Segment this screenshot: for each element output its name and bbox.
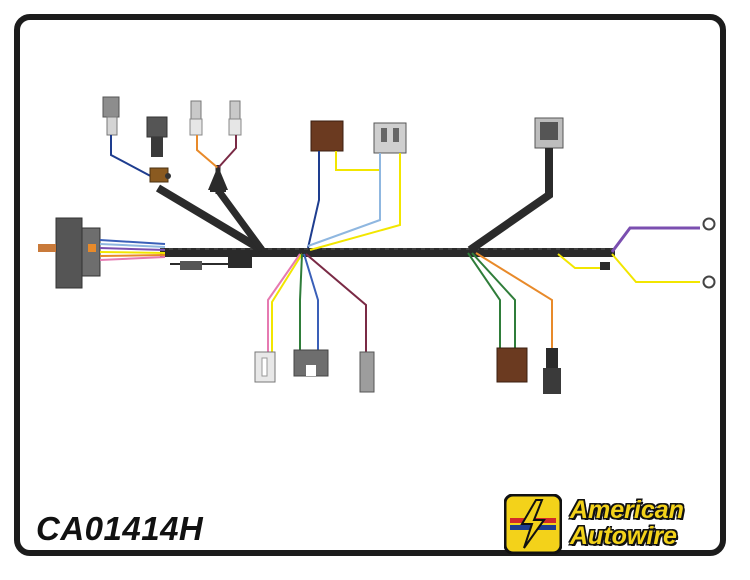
connector-black-bottom [543,348,561,394]
connector-top-left-1 [102,96,159,181]
brand-name-line-2: Autowire [570,522,677,550]
part-number-label: CA01414H [36,510,204,547]
diagram-frame [14,14,726,556]
connector-main-left [38,217,166,289]
connector-gray-right-top [467,117,564,254]
connector-brown-top [307,120,380,249]
connector-bottom-gray [293,349,329,377]
brand-name-line-1: American [570,496,684,524]
right-bottom-branches [467,252,553,348]
bottom-branches [267,253,367,352]
connector-brown-bottom [496,347,528,383]
right-terminals [557,217,716,289]
left-branches [155,165,265,254]
connector-bottom-white [254,351,276,383]
connector-top-left-3 [189,100,242,192]
connector-top-left-2 [146,116,171,183]
connector-gray-top [307,122,407,251]
harness-trunk [160,248,615,257]
connector-inline-switch [170,254,252,270]
connector-bottom-small [359,351,375,393]
brand-logo: American Autowire [504,494,726,556]
lightning-bolt-icon [504,494,562,554]
